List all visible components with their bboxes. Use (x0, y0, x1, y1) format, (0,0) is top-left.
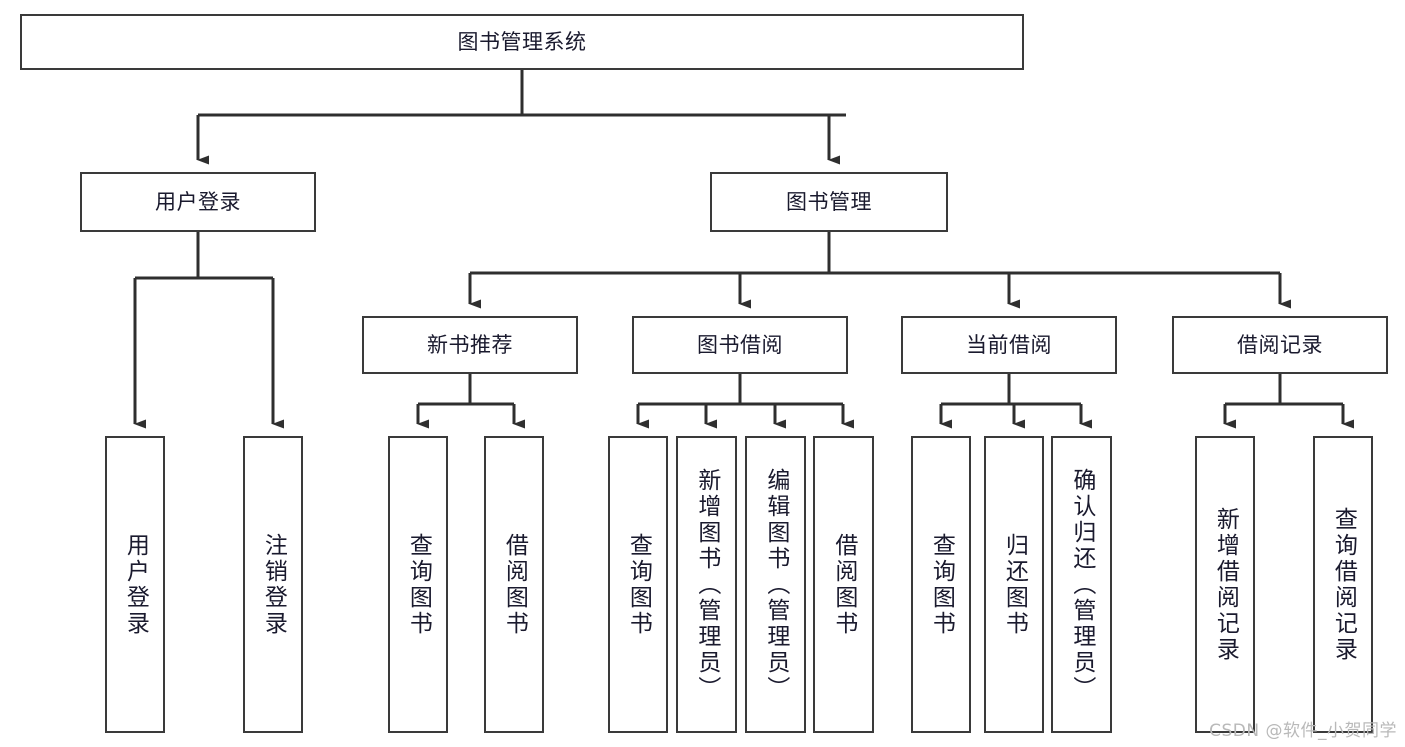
node-book-borrow[interactable]: 图书借阅 (632, 316, 848, 374)
node-root[interactable]: 图书管理系统 (20, 14, 1024, 70)
leaf-add-book-admin[interactable]: 新增图书（管理员） (676, 436, 737, 733)
leaf-query-book-borrow[interactable]: 查询图书 (608, 436, 668, 733)
leaf-query-book-current-label: 查询图书 (928, 532, 955, 637)
leaf-borrow-book-label: 借阅图书 (830, 532, 857, 637)
csdn-watermark: CSDN @软件_小贺同学 (1209, 721, 1397, 741)
leaf-borrow-book-recommend-label: 借阅图书 (501, 532, 528, 637)
leaf-return-book-label: 归还图书 (1001, 532, 1028, 637)
leaf-confirm-return-admin[interactable]: 确认归还（管理员） (1051, 436, 1112, 733)
leaf-borrow-book-recommend[interactable]: 借阅图书 (484, 436, 544, 733)
leaf-query-book-borrow-label: 查询图书 (625, 532, 652, 637)
node-current-borrow[interactable]: 当前借阅 (901, 316, 1117, 374)
node-book-borrow-label: 图书借阅 (697, 332, 783, 357)
leaf-borrow-book[interactable]: 借阅图书 (813, 436, 874, 733)
leaf-user-login[interactable]: 用户登录 (105, 436, 165, 733)
node-user-login-label: 用户登录 (155, 189, 241, 214)
leaf-logout[interactable]: 注销登录 (243, 436, 303, 733)
leaf-edit-book-admin-label: 编辑图书（管理员） (762, 467, 789, 702)
leaf-add-borrow-record[interactable]: 新增借阅记录 (1195, 436, 1255, 733)
node-root-label: 图书管理系统 (457, 29, 587, 54)
leaf-logout-label: 注销登录 (260, 532, 287, 637)
leaf-edit-book-admin[interactable]: 编辑图书（管理员） (745, 436, 806, 733)
leaf-query-borrow-record-label: 查询借阅记录 (1330, 506, 1357, 663)
node-borrow-record[interactable]: 借阅记录 (1172, 316, 1388, 374)
leaf-return-book[interactable]: 归还图书 (984, 436, 1044, 733)
node-borrow-record-label: 借阅记录 (1237, 332, 1323, 357)
node-user-login[interactable]: 用户登录 (80, 172, 316, 232)
node-current-borrow-label: 当前借阅 (966, 332, 1052, 357)
leaf-query-borrow-record[interactable]: 查询借阅记录 (1313, 436, 1373, 733)
leaf-add-borrow-record-label: 新增借阅记录 (1212, 506, 1239, 663)
node-new-book-recommend-label: 新书推荐 (427, 332, 513, 357)
leaf-confirm-return-admin-label: 确认归还（管理员） (1068, 467, 1095, 702)
leaf-add-book-admin-label: 新增图书（管理员） (693, 467, 720, 702)
leaf-query-book-current[interactable]: 查询图书 (911, 436, 971, 733)
node-new-book-recommend[interactable]: 新书推荐 (362, 316, 578, 374)
node-book-manage-label: 图书管理 (786, 189, 872, 214)
node-book-manage[interactable]: 图书管理 (710, 172, 948, 232)
leaf-query-book-recommend-label: 查询图书 (405, 532, 432, 637)
leaf-query-book-recommend[interactable]: 查询图书 (388, 436, 448, 733)
leaf-user-login-label: 用户登录 (122, 532, 149, 637)
